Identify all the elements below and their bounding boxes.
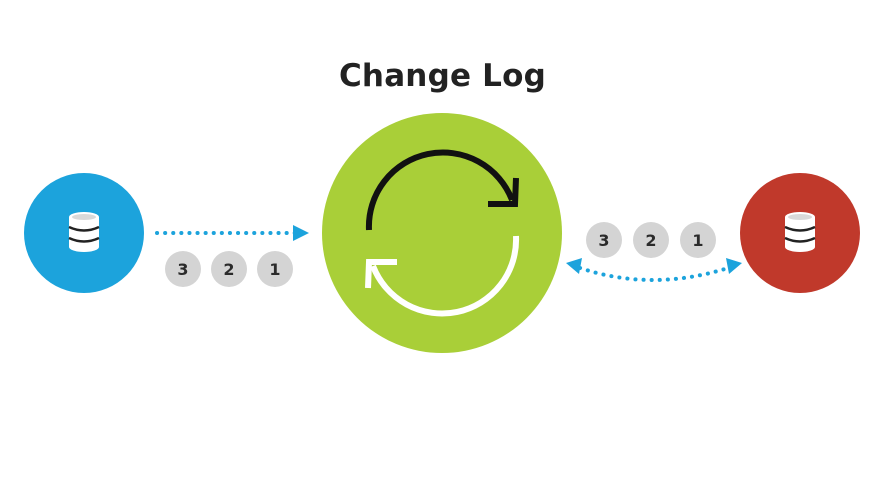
outbound-badge-label: 2 — [645, 231, 656, 250]
outbound-dotted-line — [578, 266, 730, 282]
outbound-badge: 1 — [680, 222, 716, 258]
sync-arrowhead-top — [488, 177, 519, 207]
outbound-badge-label: 3 — [598, 231, 609, 250]
inbound-badge-label: 1 — [269, 260, 280, 279]
changelog-node — [322, 113, 562, 353]
outbound-badge: 2 — [633, 222, 669, 258]
inbound-badge: 1 — [257, 251, 293, 287]
inbound-badge: 2 — [211, 251, 247, 287]
inbound-arrowhead — [293, 225, 309, 241]
inbound-badge-label: 2 — [223, 260, 234, 279]
inbound-queue: 3 2 1 — [165, 251, 293, 287]
sync-arrows-icon — [365, 149, 520, 317]
inbound-connector — [155, 225, 309, 241]
changelog-circle — [322, 113, 562, 353]
database-icon — [67, 210, 101, 254]
sync-arrow-top — [365, 149, 515, 231]
sync-arrowhead-bottom — [365, 259, 397, 289]
diagram-title: Change Log — [338, 58, 547, 94]
target-database-node — [740, 173, 860, 293]
outbound-queue: 3 2 1 — [586, 222, 716, 258]
inbound-badge-label: 3 — [177, 260, 188, 279]
database-icon — [783, 210, 817, 254]
sync-arrow-bottom — [370, 235, 520, 317]
outbound-arrowhead-left — [566, 258, 582, 274]
outbound-badge-label: 1 — [692, 231, 703, 250]
outbound-connector — [566, 258, 742, 282]
inbound-badge: 3 — [165, 251, 201, 287]
outbound-arrowhead-right — [726, 258, 742, 274]
source-database-node — [24, 173, 144, 293]
outbound-badge: 3 — [586, 222, 622, 258]
